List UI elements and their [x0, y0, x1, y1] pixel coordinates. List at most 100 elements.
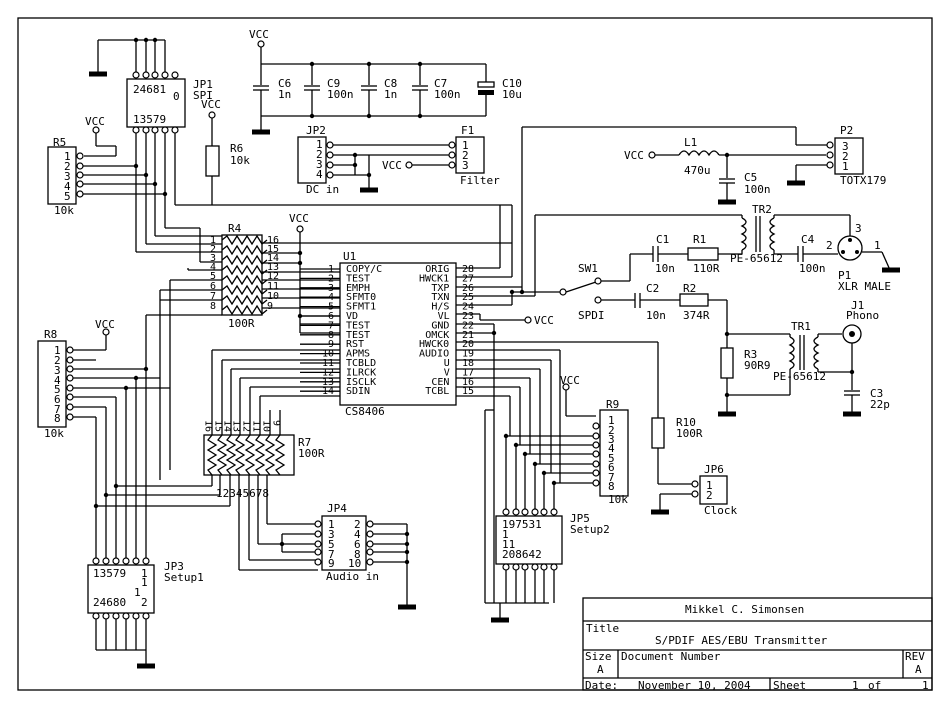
r7-top-pin: 12 — [241, 420, 252, 432]
u1-pin-16-number: 16 — [462, 377, 474, 388]
u1-pin-14-name: SDIN — [346, 386, 370, 397]
svg-text:R4: R4 — [228, 222, 242, 235]
svg-text:R8: R8 — [44, 328, 57, 341]
svg-text:1: 1 — [64, 150, 71, 163]
svg-text:4: 4 — [210, 262, 216, 273]
svg-text:2: 2 — [316, 148, 323, 161]
svg-text:VCC: VCC — [382, 159, 402, 172]
svg-text:U1: U1 — [343, 250, 356, 263]
transformer-tr1: TR1 PE-65612 — [773, 320, 852, 395]
svg-text:2: 2 — [54, 354, 61, 367]
u1-pin-4-name: SFMT0 — [346, 292, 376, 303]
title-block: Mikkel C. Simonsen Title S/PDIF AES/EBU … — [582, 597, 933, 692]
svg-text:Clock: Clock — [704, 504, 737, 517]
u1-pin-26-number: 26 — [462, 283, 474, 294]
jp1-ref: JP1 — [193, 78, 213, 91]
u1-pin-7-number: 7 — [328, 320, 334, 331]
transformer-tr2: TR2 PE-65612 — [730, 203, 850, 265]
svg-text:100R: 100R — [676, 427, 703, 440]
svg-text:R10: R10 — [676, 416, 696, 429]
svg-text:R7: R7 — [298, 436, 311, 449]
svg-text:A: A — [597, 663, 604, 676]
svg-text:10u: 10u — [502, 88, 522, 101]
svg-text:470u: 470u — [684, 164, 711, 177]
svg-text:Audio in: Audio in — [326, 570, 379, 583]
u1-pin-6-name: VD — [346, 311, 358, 322]
svg-text:13: 13 — [267, 262, 279, 273]
svg-text:12345678: 12345678 — [216, 487, 269, 500]
svg-text:R2: R2 — [683, 282, 696, 295]
svg-text:24681: 24681 — [133, 83, 166, 96]
svg-text:8: 8 — [54, 412, 61, 425]
svg-text:100n: 100n — [434, 88, 461, 101]
svg-text:VCC: VCC — [534, 314, 554, 327]
svg-text:5: 5 — [54, 383, 61, 396]
svg-text:Setup1: Setup1 — [164, 571, 204, 584]
svg-text:1: 1 — [502, 528, 509, 541]
svg-text:1: 1 — [706, 479, 713, 492]
u1-pin-8-name: TEST — [346, 330, 370, 341]
u1-pin-9-name: RST — [346, 339, 364, 350]
svg-text:5: 5 — [210, 271, 216, 282]
r7-top-pin: 11 — [251, 420, 262, 432]
svg-text:TOTX179: TOTX179 — [840, 174, 886, 187]
u1-pin-3-number: 3 — [328, 283, 334, 294]
svg-text:TR2: TR2 — [752, 203, 772, 216]
svg-text:2: 2 — [608, 424, 615, 437]
jp1-name: SPI — [193, 89, 213, 102]
svg-text:7: 7 — [608, 471, 615, 484]
u1-pin-6-number: 6 — [328, 311, 334, 322]
svg-text:of: of — [868, 679, 881, 692]
svg-text:14: 14 — [267, 253, 279, 264]
u1-pin-20-number: 20 — [462, 339, 474, 350]
u1-pin-4-number: 4 — [328, 292, 334, 303]
u1-pin-28-name: ORIG — [425, 264, 449, 275]
svg-text:3: 3 — [842, 140, 849, 153]
svg-text:SW1: SW1 — [578, 262, 598, 275]
svg-text:3: 3 — [462, 159, 469, 172]
svg-text:1: 1 — [141, 567, 148, 580]
u1-pin-18-name: U — [444, 358, 450, 369]
u1-pin-13-number: 13 — [322, 377, 334, 388]
svg-text:2: 2 — [64, 160, 71, 173]
svg-text:P1: P1 — [838, 269, 851, 282]
u1-pin-5-number: 5 — [328, 302, 334, 313]
svg-text:4: 4 — [354, 528, 361, 541]
svg-text:DC in: DC in — [306, 183, 339, 196]
u1-pin-18-number: 18 — [462, 358, 474, 369]
svg-text:10n: 10n — [646, 309, 666, 322]
svg-text:2: 2 — [842, 150, 849, 163]
svg-text:VCC: VCC — [95, 318, 115, 331]
u1-pin-20-name: HWCK0 — [419, 339, 449, 350]
u1-pin-24-number: 24 — [462, 302, 474, 313]
svg-text:R5: R5 — [53, 136, 66, 149]
svg-text:3: 3 — [64, 170, 71, 183]
svg-text:2: 2 — [354, 518, 361, 531]
svg-text:CS8406: CS8406 — [345, 405, 385, 418]
svg-text:11: 11 — [502, 538, 515, 551]
u1-pin-19-number: 19 — [462, 349, 474, 360]
svg-text:6: 6 — [54, 393, 61, 406]
svg-text:VCC: VCC — [201, 98, 221, 111]
svg-text:SPDI: SPDI — [578, 309, 605, 322]
svg-text:PE-65612: PE-65612 — [773, 370, 826, 383]
svg-text:9: 9 — [328, 557, 335, 570]
svg-text:2: 2 — [210, 244, 216, 255]
svg-text:24680: 24680 — [93, 596, 126, 609]
drawing-title: S/PDIF AES/EBU Transmitter — [655, 634, 828, 647]
svg-text:3: 3 — [328, 528, 335, 541]
svg-text:15: 15 — [267, 244, 279, 255]
filter-f1: F1 12 3 Filter VCC — [382, 124, 500, 187]
svg-text:10k: 10k — [608, 493, 628, 506]
u1-pin-15-name: TCBL — [425, 386, 449, 397]
svg-text:Size: Size — [585, 650, 612, 663]
svg-text:Setup2: Setup2 — [570, 523, 610, 536]
u1-pin-16-name: CEN — [431, 377, 449, 388]
svg-text:C6: C6 — [278, 77, 291, 90]
